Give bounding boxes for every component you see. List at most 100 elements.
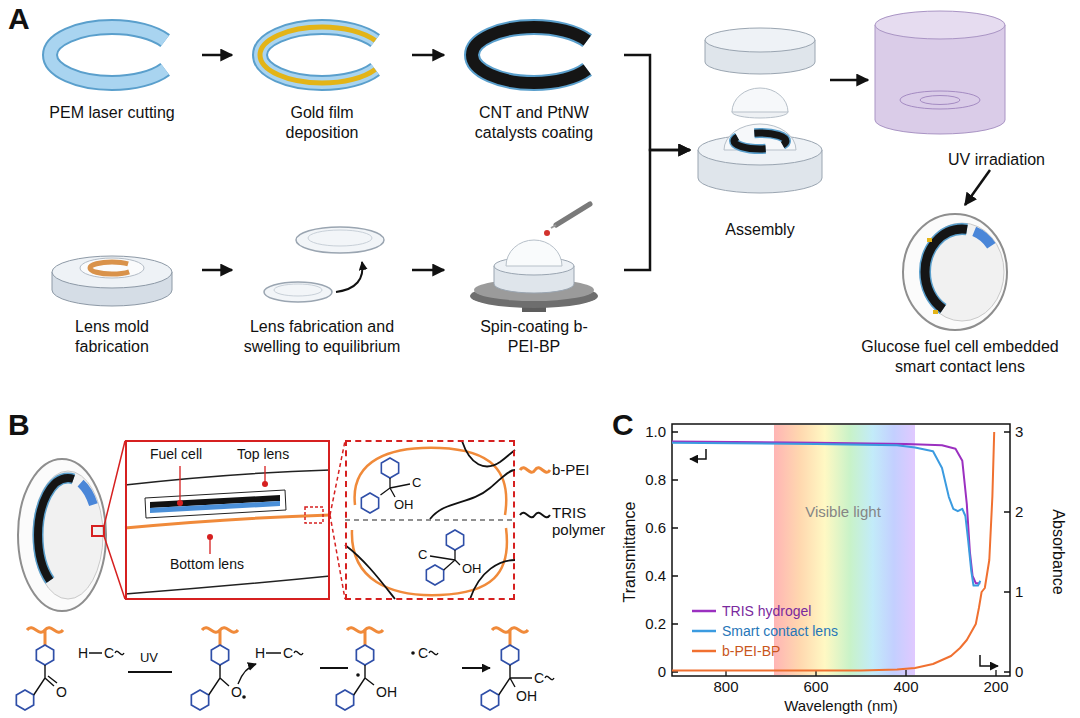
step-caption: Lens fabrication and swelling to equilib… — [232, 317, 412, 357]
reaction-scheme-part-part — [27, 628, 63, 645]
step-caption: CNT and PtNW catalysts coating — [459, 103, 609, 143]
catalyst-ring-part — [472, 27, 596, 83]
panel-letter: A — [8, 2, 30, 37]
reaction-scheme-part-part — [347, 628, 383, 645]
spin-coater-part — [506, 240, 562, 266]
lens-overview — [18, 441, 125, 611]
spectrum-chart-part — [692, 610, 716, 613]
cross-section-part — [177, 500, 183, 506]
process-arrow — [412, 269, 444, 272]
step-caption: Glucose fuel cell embedded smart contact… — [845, 337, 1075, 377]
lens-overview-part — [18, 459, 106, 611]
reaction-scheme-part-part — [34, 665, 57, 695]
reaction-scheme-part-part — [16, 690, 33, 710]
tick-label: 200 — [983, 678, 1008, 695]
lens-pair-part — [274, 284, 322, 296]
reaction-scheme-part — [16, 645, 518, 710]
legend-text: b-PEI — [552, 461, 590, 478]
reaction-scheme-part-part — [128, 668, 490, 672]
atom-label: C — [283, 645, 293, 661]
tick-label: 2 — [1015, 503, 1023, 520]
network-zoom-part — [430, 470, 515, 519]
reaction-scheme-part-part — [356, 645, 373, 665]
inset-label: OH — [394, 498, 414, 513]
process-arrow — [202, 54, 232, 57]
inset-label: OH — [462, 562, 482, 577]
step-node: Spin-coating b-PEI-BP — [444, 205, 624, 357]
reaction-condition: UV — [140, 651, 158, 666]
spectrum-chart-part — [672, 432, 1010, 676]
step-caption: Lens mold fabrication — [57, 317, 167, 357]
legend-text: TRIS hydrogel — [722, 603, 811, 619]
tick-label: 800 — [713, 678, 738, 695]
step-node: Gold film deposition — [232, 15, 412, 143]
lens-overview-part — [104, 441, 125, 599]
legend-samples-part — [520, 468, 550, 473]
assembly-stack — [698, 28, 822, 193]
network-zoom-part-part — [381, 458, 398, 478]
tick-label: 0.4 — [645, 567, 666, 584]
spectrum-chart-part — [672, 424, 1010, 676]
legend-samples — [520, 468, 550, 518]
reaction-scheme-part — [242, 695, 246, 699]
pem-ring-part — [50, 27, 174, 83]
cross-section-part — [125, 470, 330, 485]
uv-beaker-part — [920, 96, 960, 105]
spin-coater-part — [551, 225, 556, 228]
lens-mold-part — [52, 256, 172, 288]
reaction-scheme — [16, 628, 554, 710]
process-arrow — [624, 150, 690, 270]
reaction-scheme-part-part — [202, 628, 238, 645]
lens-pair-part — [308, 230, 372, 246]
gold-ring-part — [260, 27, 384, 83]
reaction-scheme-part-part — [209, 665, 229, 695]
tick-label: 0.2 — [645, 615, 666, 632]
reaction-scheme-part-part — [115, 651, 554, 679]
smart-lens-part — [925, 229, 999, 315]
reaction-scheme-part-part — [36, 645, 53, 665]
process-arrow — [965, 170, 990, 205]
pem-ring-part — [50, 27, 174, 83]
lens-pair-part — [264, 282, 332, 302]
step-node: UV irradiation — [868, 5, 1075, 170]
process-arrow — [412, 54, 444, 57]
atom-label: H — [255, 645, 265, 661]
panel-letter: C — [612, 408, 634, 443]
atom-label: OH — [376, 684, 397, 700]
legend-text: TRIS polymer — [552, 504, 610, 539]
assembly-stack-part — [705, 28, 815, 52]
gold-ring-part — [260, 27, 384, 83]
tick-label: 0 — [658, 663, 666, 680]
lens-overview-part — [38, 478, 98, 592]
smart-lens-part — [920, 223, 1004, 321]
network-zoom-part — [381, 478, 461, 570]
assembly-stack-part — [734, 133, 786, 149]
network-zoom-part — [462, 441, 515, 466]
tick-label: 3 — [1015, 423, 1023, 440]
network-zoom — [345, 441, 515, 599]
lens-pair-part — [336, 262, 362, 292]
atom-label: C — [418, 645, 428, 661]
smart-lens-part — [903, 214, 1007, 330]
spectrum-chart-part — [672, 442, 980, 584]
tick-label: 1.0 — [645, 423, 666, 440]
spectrum-chart-part — [672, 443, 980, 586]
smart-lens-part — [925, 229, 999, 315]
step-node: Glucose fuel cell embedded smart contact… — [845, 205, 1075, 377]
smart-lens — [903, 214, 1007, 330]
uv-beaker-part — [875, 25, 1005, 134]
cross-section-part — [125, 515, 330, 528]
assembly-stack-part — [724, 124, 796, 150]
reaction-scheme-part-part — [191, 690, 208, 710]
reaction-scheme-part-part — [354, 665, 374, 695]
inset-label: C — [412, 476, 421, 491]
reaction-scheme-part — [356, 673, 360, 677]
lens-overview-part — [92, 526, 104, 536]
atom-label: C — [534, 670, 544, 686]
inset-box: Fuel cellTop lensBottom lens — [125, 440, 330, 600]
network-zoom-part — [361, 458, 463, 585]
lens-mold-part — [80, 258, 144, 278]
band-label: Visible light — [805, 503, 881, 520]
catalyst-ring — [472, 27, 596, 83]
network-zoom-part — [345, 519, 515, 520]
